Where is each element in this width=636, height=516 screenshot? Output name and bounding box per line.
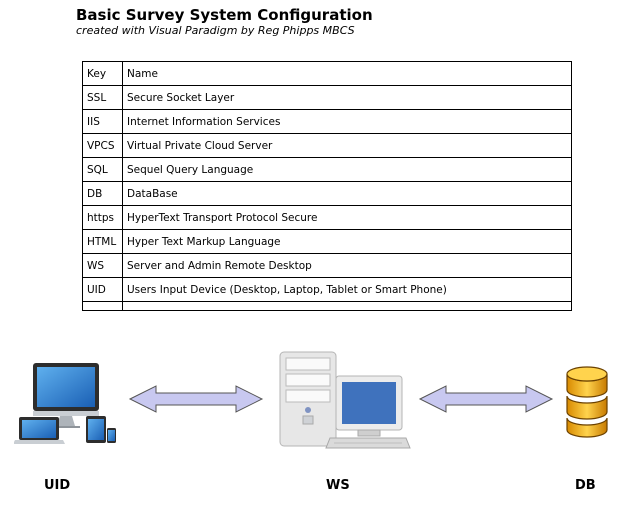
row-name: Internet Information Services <box>122 109 572 134</box>
row-key: HTML <box>82 229 123 254</box>
row-name: HyperText Transport Protocol Secure <box>122 205 572 230</box>
row-name: Virtual Private Cloud Server <box>122 133 572 158</box>
row-key: WS <box>82 253 123 278</box>
row-key: SQL <box>82 157 123 182</box>
uid-node <box>13 360 118 446</box>
row-name: Sequel Query Language <box>122 157 572 182</box>
db-node <box>565 362 609 440</box>
row-name <box>122 301 572 311</box>
db-label: DB <box>575 478 596 493</box>
row-name: Hyper Text Markup Language <box>122 229 572 254</box>
ws-node <box>272 344 412 454</box>
row-key: IIS <box>82 109 123 134</box>
row-key: https <box>82 205 123 230</box>
database-icon <box>566 366 608 438</box>
row-name: Users Input Device (Desktop, Laptop, Tab… <box>122 277 572 302</box>
ws-label: WS <box>326 478 350 493</box>
row-name: Secure Socket Layer <box>122 85 572 110</box>
row-key: SSL <box>82 85 123 110</box>
connector-uid-ws <box>128 385 264 413</box>
row-name: Server and Admin Remote Desktop <box>122 253 572 278</box>
devices-icon <box>13 363 116 444</box>
column-header-name: Name <box>122 61 572 86</box>
uid-label: UID <box>44 478 71 493</box>
diagram-subtitle: created with Visual Paradigm by Reg Phip… <box>76 24 355 37</box>
table-row <box>82 301 572 311</box>
table-header-row: Key Name <box>82 61 572 86</box>
workstation-icon <box>279 351 411 449</box>
row-key: VPCS <box>82 133 123 158</box>
row-key: UID <box>82 277 123 302</box>
row-key <box>82 301 123 311</box>
row-name: DataBase <box>122 181 572 206</box>
column-header-key: Key <box>82 61 123 86</box>
connector-ws-db <box>418 385 554 413</box>
diagram-title: Basic Survey System Configuration <box>76 6 373 24</box>
row-key: DB <box>82 181 123 206</box>
